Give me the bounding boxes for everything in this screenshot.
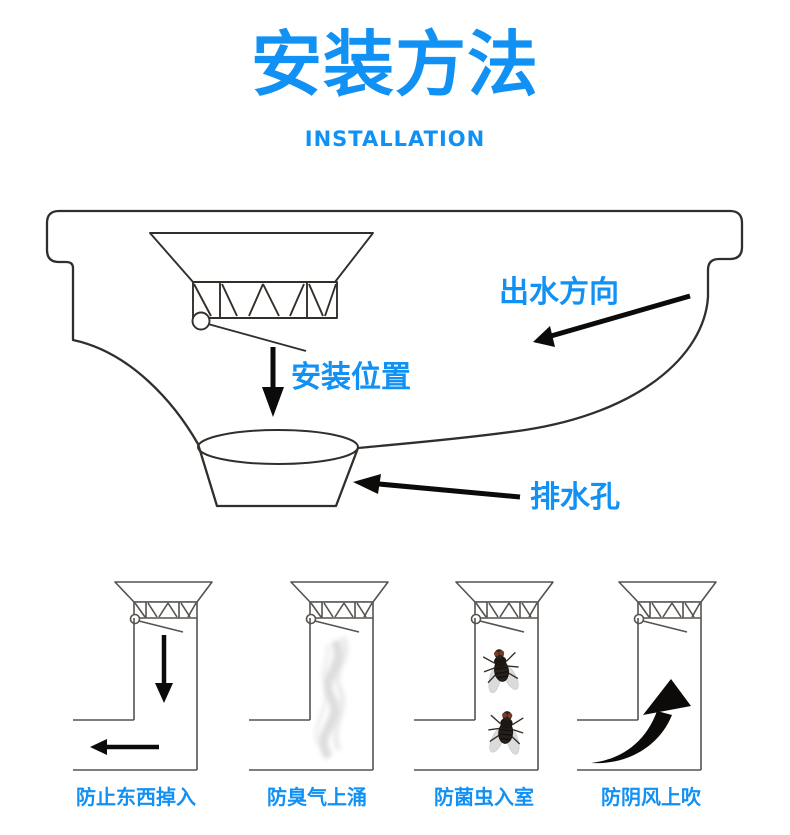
panel-prevent-insects — [413, 581, 554, 771]
valve-pivot-icon — [191, 311, 211, 331]
page-subtitle: INSTALLATION — [304, 127, 486, 151]
panel-prevent-odor — [248, 581, 389, 771]
label-drain-hole: 排水孔 — [530, 480, 620, 515]
main-diagram — [45, 209, 744, 508]
down-and-out-arrows-icon — [90, 635, 173, 755]
benefit-panel-icons — [72, 581, 717, 771]
annotation-arrows — [262, 293, 691, 500]
panel-prevent-draft — [576, 581, 717, 771]
smoke-icon — [314, 635, 349, 760]
updraft-arrow-icon — [591, 679, 691, 764]
label-outflow-direction: 出水方向 — [499, 275, 619, 310]
panel-prevent-falling — [72, 581, 213, 771]
valve-mesh-icon — [193, 283, 337, 317]
valve-flap-icon — [207, 323, 307, 352]
label-prevent-draft: 防阴风上吹 — [601, 785, 701, 809]
label-prevent-odor: 防臭气上涌 — [267, 785, 367, 809]
label-prevent-falling: 防止东西掉入 — [76, 785, 196, 809]
drain-cup — [197, 429, 359, 465]
label-install-position: 安装位置 — [291, 360, 411, 395]
page-title: 安装方法 — [250, 23, 539, 106]
tank-outline — [45, 209, 744, 508]
label-prevent-insects: 防菌虫入室 — [434, 785, 534, 809]
flies-icon — [480, 646, 526, 758]
outflow-arrow-icon — [533, 293, 691, 347]
install-position-arrow-icon — [262, 347, 284, 417]
drain-hole-arrow-icon — [353, 474, 521, 500]
inlet-valve — [149, 232, 374, 352]
